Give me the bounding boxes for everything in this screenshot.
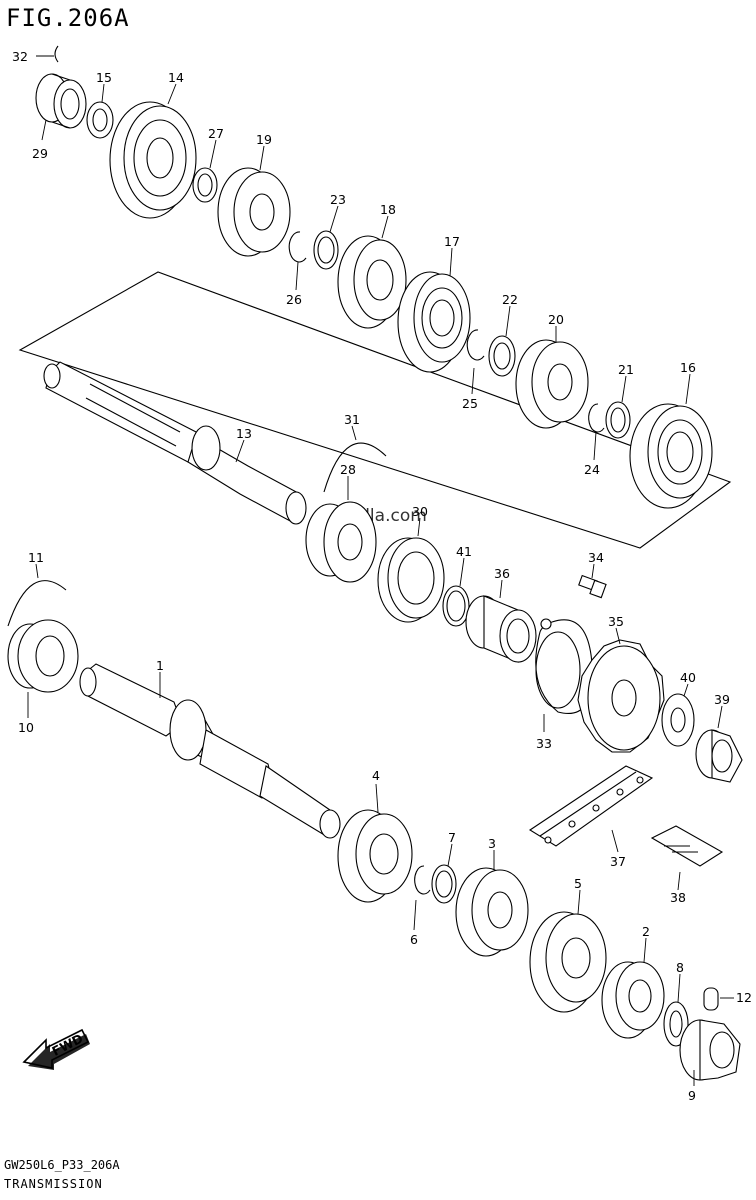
callout-2: 2 [642, 924, 650, 939]
callout-5: 5 [574, 876, 582, 891]
part-29-bearing [35, 73, 87, 129]
part-32-clip [54, 45, 59, 63]
part-12-pin [703, 987, 719, 1011]
callout-9: 9 [688, 1088, 696, 1103]
part-22-washer [488, 335, 516, 377]
callout-38: 38 [670, 890, 686, 905]
part-11-circlip [7, 580, 67, 627]
callout-36: 36 [494, 566, 510, 581]
callout-16: 16 [680, 360, 696, 375]
part-37-chain [528, 765, 654, 847]
part-14-gear [109, 101, 197, 219]
callout-14: 14 [168, 70, 184, 85]
part-15-washer [86, 101, 114, 139]
part-24-circlip [588, 403, 605, 433]
part-13-shaft [43, 361, 307, 525]
callout-12: 12 [736, 990, 752, 1005]
callout-7: 7 [448, 830, 456, 845]
part-31-circlip [323, 442, 387, 493]
part-25-circlip [466, 329, 485, 361]
callout-30: 30 [412, 504, 428, 519]
part-20-gear [515, 339, 589, 429]
callout-17: 17 [444, 234, 460, 249]
callout-11: 11 [28, 550, 44, 565]
callout-25: 25 [462, 396, 478, 411]
figure-code: GW250L6_P33_206A [4, 1158, 120, 1172]
figure-name: TRANSMISSION [4, 1177, 103, 1191]
figure-title: FIG.206A [6, 4, 130, 32]
callout-37: 37 [610, 854, 626, 869]
callout-32: 32 [12, 49, 28, 64]
callout-28: 28 [340, 462, 356, 477]
part-16-gear [629, 403, 713, 509]
callout-10: 10 [18, 720, 34, 735]
callout-22: 22 [502, 292, 518, 307]
callout-33: 33 [536, 736, 552, 751]
part-8-washer [663, 1001, 689, 1047]
callout-8: 8 [676, 960, 684, 975]
callout-34: 34 [588, 550, 604, 565]
part-30-seal [377, 537, 445, 623]
part-41-oring [442, 585, 470, 627]
callout-29: 29 [32, 146, 48, 161]
part-35-sprocket [577, 639, 665, 753]
part-3-gear [455, 867, 529, 957]
part-38-master-link [650, 825, 724, 867]
callout-labels: 32 29 15 14 27 19 23 18 26 17 22 20 25 2… [12, 49, 752, 1103]
callout-23: 23 [330, 192, 346, 207]
callout-26: 26 [286, 292, 302, 307]
callout-39: 39 [714, 692, 730, 707]
callout-15: 15 [96, 70, 112, 85]
part-2-gear [601, 961, 665, 1039]
part-27-washer [192, 167, 218, 203]
part-5-gear [529, 911, 607, 1013]
callout-3: 3 [488, 836, 496, 851]
part-26-circlip [288, 231, 307, 263]
part-21-washer [605, 401, 631, 439]
callout-4: 4 [372, 768, 380, 783]
callout-19: 19 [256, 132, 272, 147]
part-9-bearing [679, 1019, 741, 1081]
part-39-nut [695, 729, 743, 783]
part-23-washer [313, 230, 339, 270]
part-7-washer [431, 864, 457, 904]
part-34-bolt [578, 574, 607, 599]
callout-24: 24 [584, 462, 600, 477]
part-36-spacer [465, 595, 537, 663]
callout-18: 18 [380, 202, 396, 217]
assembly-frame [18, 271, 732, 549]
part-6-circlip [414, 865, 431, 895]
callout-1: 1 [156, 658, 164, 673]
part-1-shaft [79, 663, 341, 839]
callout-27: 27 [208, 126, 224, 141]
part-40-washer [661, 693, 695, 747]
part-28-bearing [305, 501, 377, 583]
callout-20: 20 [548, 312, 564, 327]
fwd-arrow-icon: FWD [22, 1028, 90, 1070]
callout-6: 6 [410, 932, 418, 947]
callout-41: 41 [456, 544, 472, 559]
part-10-bearing [7, 619, 79, 693]
part-33-plate [535, 618, 593, 714]
callout-21: 21 [618, 362, 634, 377]
callout-40: 40 [680, 670, 696, 685]
part-19-gear [217, 167, 291, 257]
callout-31: 31 [344, 412, 360, 427]
part-18-gear [337, 235, 407, 329]
part-17-gear [397, 271, 471, 373]
part-4-gear [337, 809, 413, 903]
callout-13: 13 [236, 426, 252, 441]
callout-35: 35 [608, 614, 624, 629]
